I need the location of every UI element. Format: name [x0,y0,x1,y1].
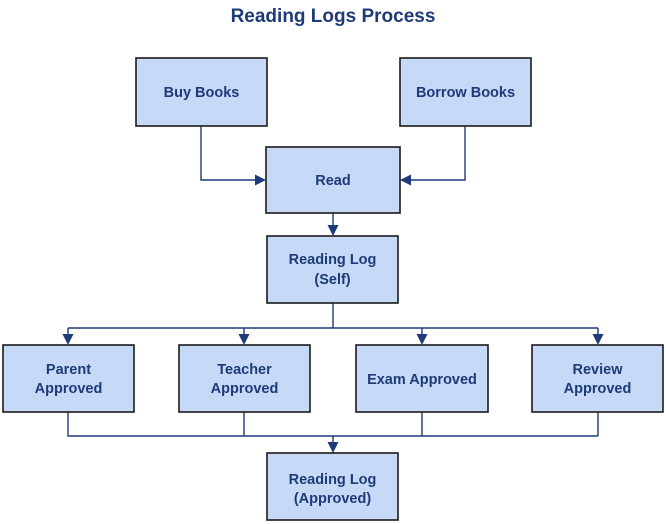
svg-text:Read: Read [315,173,350,189]
edge-buy-to-read [200,126,258,181]
svg-text:(Self): (Self) [314,272,350,288]
arrowhead [255,174,266,186]
node-buy-books: Buy Books [135,57,268,127]
arrowhead [592,334,604,345]
svg-text:Borrow Books: Borrow Books [416,85,515,101]
arrowhead [62,334,74,345]
svg-text:Approved: Approved [211,381,279,397]
svg-text:Teacher: Teacher [217,362,272,378]
arrowhead [327,225,339,236]
arrowhead [400,174,411,186]
node-parent-approved: Parent Approved [2,344,135,413]
node-reading-log-self: Reading Log (Self) [266,235,399,304]
edge-log-fanout [67,303,599,338]
edge-borrow-to-read [408,126,466,181]
svg-text:Exam Approved: Exam Approved [367,372,477,388]
svg-text:Buy Books: Buy Books [164,85,240,101]
svg-text:Reading Log: Reading Log [289,472,377,488]
svg-text:Reading Log: Reading Log [289,252,377,268]
connectors [62,126,604,453]
svg-text:Parent: Parent [46,362,91,378]
svg-text:Approved: Approved [35,381,103,397]
arrowhead [238,334,250,345]
node-read: Read [265,146,401,214]
node-teacher-approved: Teacher Approved [178,344,311,413]
svg-text:Approved: Approved [564,381,632,397]
arrowhead [327,442,339,453]
diagram-title: Reading Logs Process [230,6,436,27]
arrowhead [416,334,428,345]
node-reading-log-approved: Reading Log (Approved) [266,452,399,521]
edge-fanin [67,412,599,445]
node-borrow-books: Borrow Books [399,57,532,127]
node-exam-approved: Exam Approved [355,344,489,413]
svg-text:Review: Review [573,362,624,378]
svg-text:(Approved): (Approved) [294,491,372,507]
node-review-approved: Review Approved [531,344,664,413]
